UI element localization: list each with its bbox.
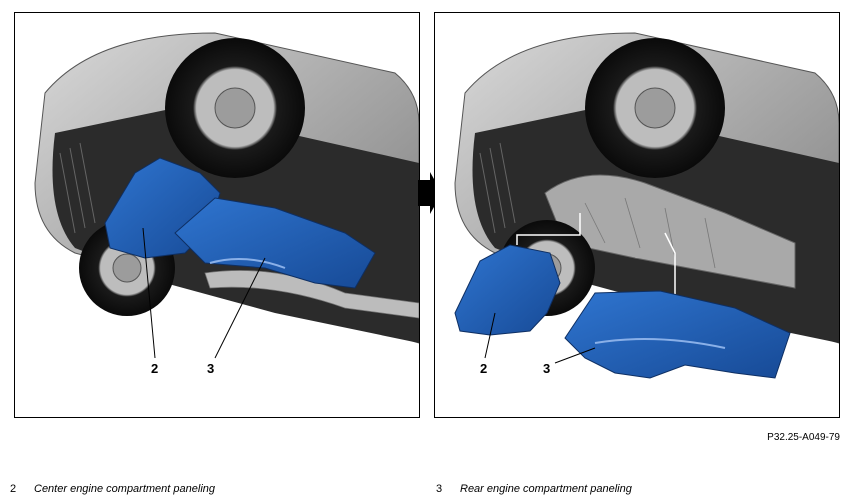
bumper-grille — [59, 142, 96, 234]
legend-text: Center engine compartment paneling — [34, 483, 216, 495]
fastener-bracket — [516, 213, 581, 245]
rear-engine-compartment-paneling — [174, 197, 376, 289]
legend-item-rear-paneling: 3 Rear engine compartment paneling — [436, 483, 632, 495]
leader-line-3 — [214, 257, 266, 359]
rear-engine-compartment-paneling — [564, 290, 791, 379]
reference-code: P32.25-A049-79 — [767, 432, 840, 443]
center-engine-compartment-paneling — [454, 244, 561, 336]
leader-line-2 — [484, 312, 496, 359]
legend-item-center-paneling: 2 Center engine compartment paneling — [10, 483, 215, 495]
legend-number: 3 — [436, 483, 443, 495]
legend-text: Rear engine compartment paneling — [460, 483, 632, 495]
illustration-removed-paneling: 2 3 — [434, 12, 840, 418]
fastener-bracket — [664, 232, 676, 303]
wheel-hub-upper — [634, 87, 676, 129]
callout-3: 3 — [207, 361, 214, 376]
wheel-hub-lower — [112, 253, 142, 283]
vehicle-underside-drawing-exploded: 2 3 — [454, 32, 839, 379]
vehicle-underside-drawing: 2 3 — [34, 32, 419, 376]
callout-2: 2 — [151, 361, 158, 376]
callout-2: 2 — [480, 361, 487, 376]
wheel-hub-upper — [214, 87, 256, 129]
leader-line-3 — [554, 347, 596, 364]
bumper-grille — [479, 142, 516, 234]
callout-3: 3 — [543, 361, 550, 376]
exhaust-system — [204, 270, 419, 319]
illustration-installed-paneling: 2 3 — [14, 12, 420, 418]
legend-number: 2 — [10, 483, 17, 495]
leader-line-2 — [142, 227, 156, 359]
